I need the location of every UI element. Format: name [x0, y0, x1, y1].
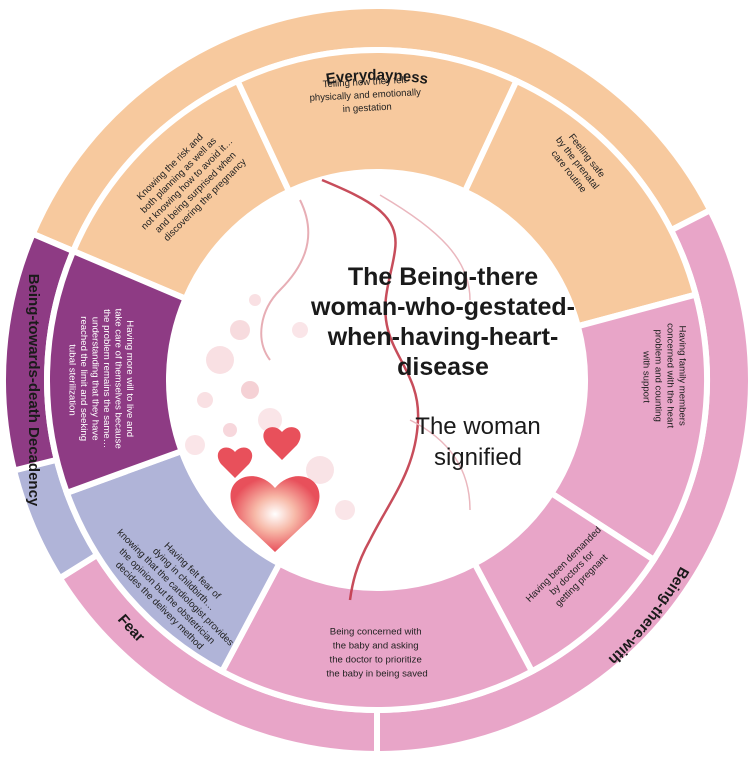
center-subtitle-line: signified [434, 444, 522, 471]
center-subtitle-line: The woman [415, 413, 540, 440]
center-title-line: The Being-there [348, 263, 538, 291]
center-title-line: woman-who-gestated- [310, 293, 575, 321]
center-title-line: when-having-heart- [327, 323, 559, 351]
category-label-being-towards-death: Being-towards-death Decadency [25, 274, 42, 507]
center-title-line: disease [397, 353, 489, 381]
